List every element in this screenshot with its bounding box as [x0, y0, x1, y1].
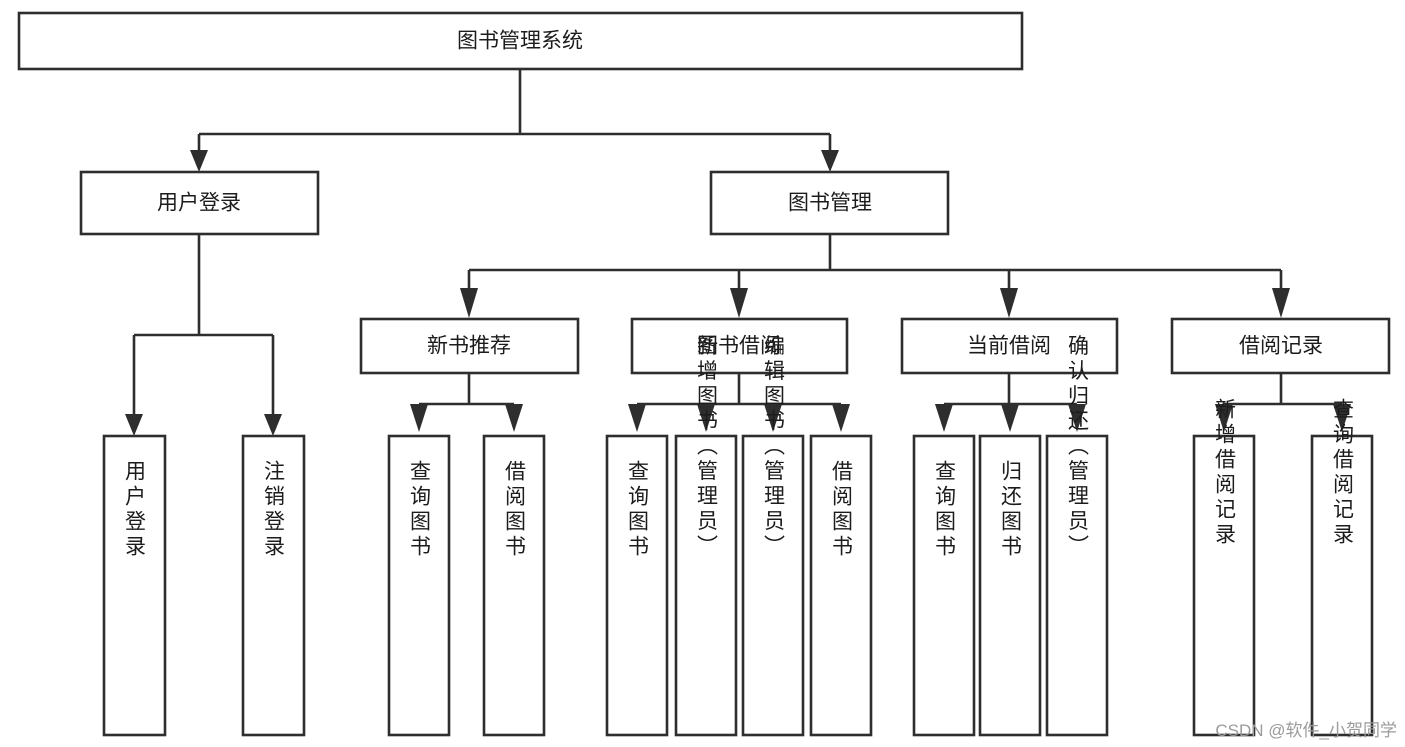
leaf-book-borrow-1-label: 查询图书: [626, 460, 650, 560]
node-current-borrow-label: 当前借阅: [967, 335, 1051, 358]
leaf-user-login-2-box[interactable]: [241, 434, 306, 737]
leaf-book-borrow-2[interactable]: 新增图书（管理员）: [674, 335, 738, 737]
node-new-book-recommend[interactable]: 新书推荐: [359, 317, 580, 375]
node-book-manage[interactable]: 图书管理: [709, 170, 950, 236]
arrow-icon-bookborrow: [730, 288, 748, 318]
leaf-current-borrow-1-box[interactable]: [912, 434, 976, 737]
leaf-current-borrow-3-box[interactable]: [1045, 434, 1109, 737]
leaf-user-login-1-label: 用户登录: [123, 460, 147, 560]
arrow-icon-leaf-bookborrow-4: [832, 404, 850, 432]
arrow-icon-currentborrow: [1000, 288, 1018, 318]
node-new-book-recommend-box[interactable]: [359, 317, 580, 375]
arrow-icon-borrowrecord: [1272, 288, 1290, 318]
leaf-current-borrow-3-label: 确认归还（管理员）: [1066, 335, 1090, 560]
leaf-book-borrow-3-label: 编辑图书（管理员）: [762, 335, 786, 560]
arrow-icon-user-login: [190, 150, 208, 172]
arrow-icon-leaf-currentborrow-1: [935, 404, 953, 432]
leaf-new-book-2-label: 借阅图书: [503, 460, 527, 560]
leaf-book-borrow-1-box[interactable]: [605, 434, 669, 737]
leaf-current-borrow-3[interactable]: 确认归还（管理员）: [1045, 335, 1109, 737]
leaf-user-login-1[interactable]: 用户登录: [102, 434, 167, 737]
node-user-login-box[interactable]: [79, 170, 320, 236]
node-user-login[interactable]: 用户登录: [79, 170, 320, 236]
leaf-user-login-2-label: 注销登录: [262, 460, 286, 560]
arrow-icon-leaf-currentborrow-2: [1001, 404, 1019, 432]
node-borrow-records[interactable]: 借阅记录: [1170, 317, 1391, 375]
leaf-book-borrow-2-box[interactable]: [674, 434, 738, 737]
leaf-new-book-2-box[interactable]: [482, 434, 546, 737]
node-new-book-recommend-label: 新书推荐: [427, 335, 511, 358]
leaf-current-borrow-2-box[interactable]: [978, 434, 1042, 737]
node-book-borrow-label: 图书借阅: [697, 335, 781, 358]
leaf-borrow-record-2[interactable]: 查询借阅记录: [1310, 398, 1374, 737]
leaf-book-borrow-4-label: 借阅图书: [830, 460, 854, 560]
node-book-manage-label: 图书管理: [788, 192, 872, 215]
leaf-current-borrow-1[interactable]: 查询图书: [912, 434, 976, 737]
arrow-icon-leaf-bookborrow-3: [764, 404, 782, 432]
node-current-borrow-box[interactable]: [900, 317, 1119, 375]
node-borrow-records-box[interactable]: [1170, 317, 1391, 375]
leaf-user-login-2[interactable]: 注销登录: [241, 434, 306, 737]
leaf-borrow-record-2-box[interactable]: [1310, 434, 1374, 737]
arrow-icon-leaf-newbook-2: [505, 404, 523, 432]
node-borrow-records-label: 借阅记录: [1239, 335, 1323, 358]
leaf-book-borrow-4[interactable]: 借阅图书: [809, 434, 873, 737]
node-current-borrow[interactable]: 当前借阅: [900, 317, 1119, 375]
arrow-icon-newbook: [460, 288, 478, 318]
node-book-borrow-box[interactable]: [630, 317, 849, 375]
leaf-book-borrow-1[interactable]: 查询图书: [605, 434, 669, 737]
arrow-icon-leaf-newbook-1: [410, 404, 428, 432]
node-book-borrow[interactable]: 图书借阅: [630, 317, 849, 375]
arrow-icon-leaf-borrowrecord-2: [1333, 404, 1351, 432]
leaf-borrow-record-1[interactable]: 新增借阅记录: [1192, 398, 1256, 737]
leaf-borrow-record-1-box[interactable]: [1192, 434, 1256, 737]
node-root-box[interactable]: [17, 11, 1024, 71]
arrow-icon-leaf-currentborrow-3: [1068, 404, 1086, 432]
arrow-icon-leaf-userlogin-2: [264, 414, 282, 436]
arrow-icon-leaf-userlogin-1: [125, 414, 143, 436]
leaf-new-book-2[interactable]: 借阅图书: [482, 434, 546, 737]
arrow-icon-book-manage: [821, 150, 839, 172]
arrow-icon-leaf-bookborrow-1: [628, 404, 646, 432]
node-root-label: 图书管理系统: [457, 30, 583, 53]
arrow-icon-leaf-borrowrecord-1: [1215, 404, 1233, 432]
arrow-icon-leaf-bookborrow-2: [697, 404, 715, 432]
node-user-login-label: 用户登录: [157, 192, 241, 215]
leaf-user-login-1-box[interactable]: [102, 434, 167, 737]
leaf-current-borrow-1-label: 查询图书: [933, 460, 957, 560]
leaf-book-borrow-3[interactable]: 编辑图书（管理员）: [741, 335, 805, 737]
leaf-new-book-1[interactable]: 查询图书: [387, 434, 451, 737]
leaf-book-borrow-2-label: 新增图书（管理员）: [695, 335, 719, 560]
node-root[interactable]: 图书管理系统: [17, 11, 1024, 71]
leaf-new-book-1-label: 查询图书: [408, 460, 432, 560]
leaf-new-book-1-box[interactable]: [387, 434, 451, 737]
leaf-book-borrow-4-box[interactable]: [809, 434, 873, 737]
leaf-book-borrow-3-box[interactable]: [741, 434, 805, 737]
arrowhead-group: [125, 150, 1351, 436]
leaf-current-borrow-2-label: 归还图书: [999, 460, 1023, 560]
watermark: CSDN @软件_小贺同学: [1215, 721, 1397, 740]
node-book-manage-box[interactable]: [709, 170, 950, 236]
leaf-borrow-record-1-label: 新增借阅记录: [1213, 398, 1237, 548]
leaf-current-borrow-2[interactable]: 归还图书: [978, 434, 1042, 737]
leaf-borrow-record-2-label: 查询借阅记录: [1331, 398, 1355, 548]
